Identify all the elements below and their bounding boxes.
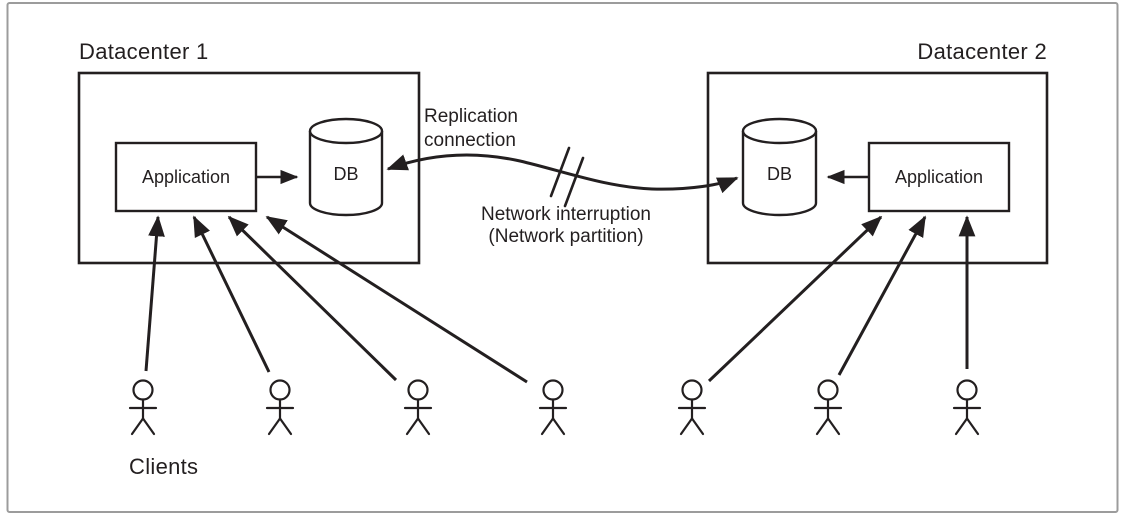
datacenter-2-db-cylinder: DB	[741, 117, 818, 217]
interruption-label-line2: (Network partition)	[488, 226, 643, 247]
client-figure-3	[403, 379, 433, 436]
client-arrows-datacenter-1	[144, 215, 528, 384]
figure-border	[6, 2, 1119, 513]
datacenter-2: Datacenter 2 Application DB	[706, 39, 1049, 265]
datacenter-1-db-label: DB	[333, 164, 358, 184]
datacenter-2-application-label: Application	[895, 167, 983, 187]
replication-wire	[386, 153, 739, 194]
client-figure-6	[813, 379, 843, 436]
client4-arrow	[265, 215, 528, 384]
datacenter-1-title: Datacenter 1	[79, 39, 209, 64]
datacenter-1-application-box	[114, 141, 258, 213]
client6-arrow	[837, 215, 927, 376]
client2-arrow	[192, 215, 271, 373]
replication-label-line1: Replication	[424, 106, 518, 127]
datacenter-1-application-label: Application	[142, 167, 230, 187]
client-figure-1	[128, 379, 158, 436]
client-figure-2	[265, 379, 295, 436]
client-figures	[128, 379, 982, 436]
client3-arrow	[227, 215, 398, 382]
break-slash-2	[563, 156, 585, 208]
client-arrows-datacenter-2	[707, 215, 976, 383]
datacenter-1-db-cylinder: DB	[308, 117, 384, 217]
datacenter-1: Datacenter 1 Application DB	[77, 39, 421, 265]
client-figure-7	[952, 379, 982, 436]
datacenter-2-db-label: DB	[767, 164, 792, 184]
client-figure-4	[538, 379, 568, 436]
break-slash-1	[549, 146, 571, 198]
replication-connection: Replication connection Network interrupt…	[386, 106, 739, 247]
replication-label-line2: connection	[424, 130, 516, 151]
client1-arrow	[144, 215, 165, 372]
datacenter-2-title: Datacenter 2	[917, 39, 1047, 64]
client-figure-5	[677, 379, 707, 436]
clients-label: Clients	[129, 454, 198, 479]
interruption-label-line1: Network interruption	[481, 204, 651, 225]
client5-arrow	[707, 215, 883, 383]
